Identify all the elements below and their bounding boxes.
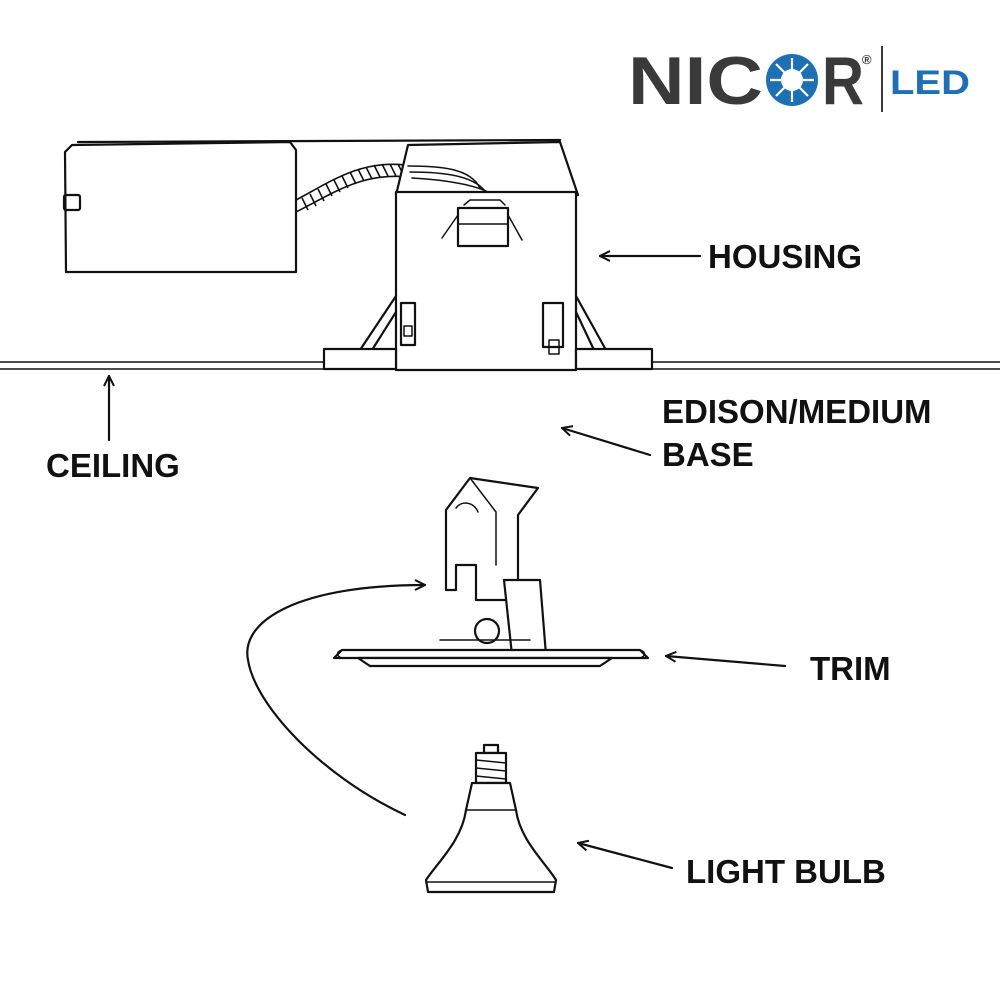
- base-label-line2: BASE: [662, 436, 754, 473]
- logo-suffix: LED: [890, 64, 970, 102]
- trim-drawing: [332, 476, 650, 668]
- logo-brand-start: NIC: [628, 43, 763, 119]
- junction-box: [63, 140, 298, 274]
- light-bulb-drawing: [424, 743, 558, 894]
- bulb-reflector: [424, 781, 558, 894]
- registered-mark: ®: [862, 52, 872, 67]
- light-bulb-label: LIGHT BULB: [686, 853, 886, 890]
- starburst-icon: [766, 54, 818, 106]
- logo-brand-end: R: [822, 43, 864, 119]
- base-arrow: [562, 428, 652, 457]
- ceiling-label: CEILING: [46, 447, 180, 484]
- housing-can: [394, 190, 578, 372]
- bulb-arrow: [578, 843, 674, 870]
- housing-label: HOUSING: [708, 238, 862, 275]
- trim-spring-left: [444, 476, 540, 602]
- flex-conduit: [295, 163, 409, 213]
- housing-top: [394, 140, 580, 197]
- nicor-led-logo: NIC R ® LED: [628, 43, 970, 119]
- ceiling-lines: [0, 361, 1000, 370]
- trim-label: TRIM: [810, 650, 891, 687]
- callout-arrows: [109, 256, 787, 870]
- base-label-line1: EDISON/MEDIUM: [662, 393, 932, 430]
- housing-drawing: [62, 138, 654, 372]
- socket: [441, 199, 523, 248]
- install-path-arrow: [246, 585, 427, 817]
- trim-arrow: [666, 656, 787, 668]
